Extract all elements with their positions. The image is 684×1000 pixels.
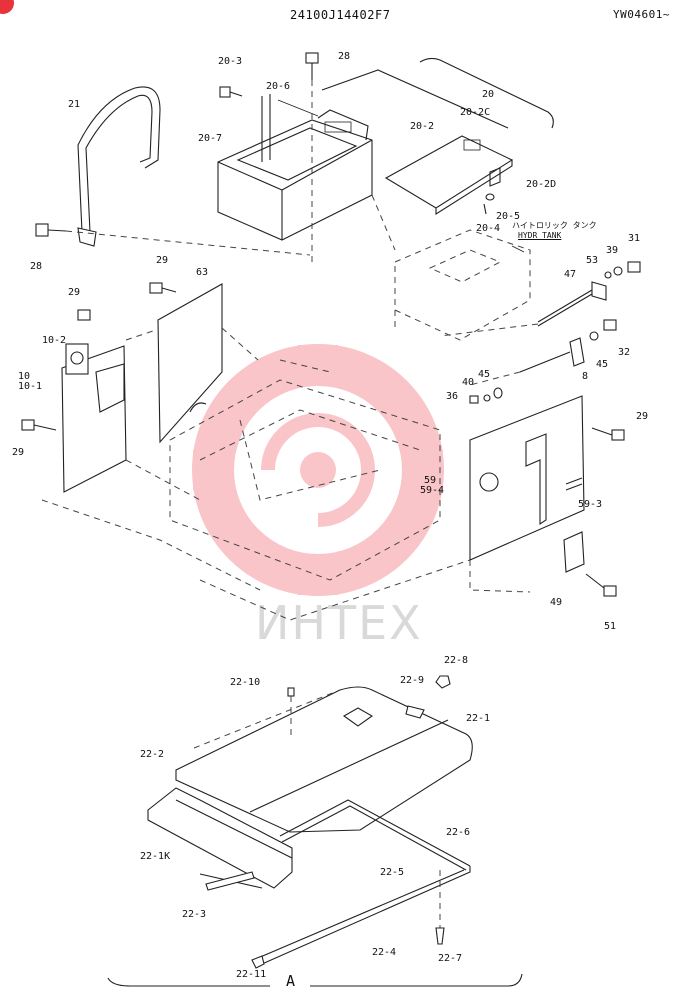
callout-20-7: 20-7: [198, 133, 223, 144]
frame-dashed-outline: [41, 359, 471, 621]
bar-22-3: [205, 871, 255, 891]
callout-22-11: 22-11: [236, 969, 267, 980]
callout-28-top: 28: [338, 51, 351, 62]
callout-22-10: 22-10: [230, 677, 261, 688]
washer-39: [613, 266, 623, 276]
callout-47: 47: [564, 269, 577, 280]
callout-31: 31: [628, 233, 641, 244]
callout-20-2D: 20-2D: [526, 179, 557, 190]
bolt-28-left: [35, 223, 311, 256]
watermark-text: ИНТЕХ: [255, 596, 423, 650]
callout-10-1: 10-1: [18, 381, 43, 392]
washer-45-lower: [493, 387, 503, 399]
handrail-part-21: [77, 86, 161, 247]
washer-53: [604, 271, 612, 279]
cover-plate-20-2: [384, 135, 514, 215]
callout-59-3: 59-3: [578, 499, 603, 510]
hood-frame-22-2: [147, 787, 293, 889]
nut-22-8: [435, 675, 451, 689]
right-panel-59: [469, 395, 585, 593]
rod-22-4: [251, 866, 471, 969]
document-code: 24100J14402F7: [290, 8, 391, 22]
callout-45-a: 45: [478, 369, 491, 380]
callout-39: 39: [606, 245, 619, 256]
bolt-29-bottom-left: [21, 419, 35, 431]
callout-20-2: 20-2: [410, 121, 435, 132]
bolt-31: [627, 261, 641, 273]
callout-29-c: 29: [636, 411, 649, 422]
bolt-29-panel63: [149, 282, 163, 294]
callout-10: 10: [18, 371, 31, 382]
callout-20-6: 20-6: [266, 81, 291, 92]
bolt-32: [603, 319, 617, 331]
bolt-22-7: [435, 927, 445, 945]
callout-22-3: 22-3: [182, 909, 207, 920]
nut-36: [469, 395, 479, 404]
battery-box-20-7: [217, 94, 373, 241]
callout-36: 36: [446, 391, 459, 402]
callout-22-8: 22-8: [444, 655, 469, 666]
callout-20-5: 20-5: [496, 211, 521, 222]
grommet-22-9: [405, 705, 425, 719]
callout-22-5: 22-5: [380, 867, 405, 878]
callout-20-2C: 20-2C: [460, 107, 491, 118]
rod-22-5: [279, 799, 471, 871]
serial-range: YW04601~: [613, 8, 670, 21]
callout-45-b: 45: [596, 359, 609, 370]
callout-59: 59: [424, 475, 437, 486]
callout-20-4: 20-4: [476, 223, 501, 234]
section-bracket-a: [107, 973, 523, 987]
bolt-29-right: [611, 429, 625, 441]
callout-8: 8: [582, 371, 589, 382]
callout-29-b: 29: [68, 287, 81, 298]
tank-note-jp: ハイトロリック タンク: [512, 221, 597, 230]
callout-59-4: 59-4: [420, 485, 445, 496]
washer-20-5: [485, 193, 495, 201]
callout-51: 51: [604, 621, 617, 632]
washer-45-upper: [589, 331, 599, 341]
left-panel-10: [61, 329, 201, 501]
callout-20-3: 20-3: [218, 56, 243, 67]
bracket-8: [469, 337, 585, 386]
callout-10-2: 10-2: [42, 335, 67, 346]
bracket-20: [419, 57, 554, 129]
callout-32: 32: [618, 347, 631, 358]
bolt-28-top: [305, 52, 319, 262]
corner-marker: [0, 0, 14, 14]
hood-22-1: [175, 686, 473, 833]
pin-22-10: [287, 687, 295, 697]
bolt-20-3: [219, 86, 243, 98]
callout-22-1: 22-1: [466, 713, 491, 724]
callout-22-9: 22-9: [400, 675, 425, 686]
callout-20: 20: [482, 89, 495, 100]
callout-29-a: 29: [156, 255, 169, 266]
callout-53: 53: [586, 255, 599, 266]
washer-40: [483, 394, 491, 402]
callout-63: 63: [196, 267, 209, 278]
callout-29-d: 29: [12, 447, 25, 458]
callout-49: 49: [550, 597, 563, 608]
callout-21: 21: [68, 99, 81, 110]
tank-note-en: HYDR TANK: [518, 231, 562, 240]
callout-22-6: 22-6: [446, 827, 471, 838]
plate-49: [563, 531, 585, 573]
callout-22-4: 22-4: [372, 947, 397, 958]
bolt-29-top-left: [77, 309, 91, 321]
stay-rod-47: [439, 281, 607, 337]
callout-22-7: 22-7: [438, 953, 463, 964]
callout-22-1K: 22-1K: [140, 851, 171, 862]
hydraulic-tank-outline: [394, 229, 531, 341]
pin-20-4: [483, 203, 487, 215]
callout-28-left: 28: [30, 261, 43, 272]
callout-40: 40: [462, 377, 475, 388]
callout-22-2: 22-2: [140, 749, 165, 760]
frame-20: [321, 69, 509, 129]
bolt-51: [603, 585, 617, 597]
section-label-a: A: [286, 972, 296, 990]
panel-63: [157, 283, 259, 444]
